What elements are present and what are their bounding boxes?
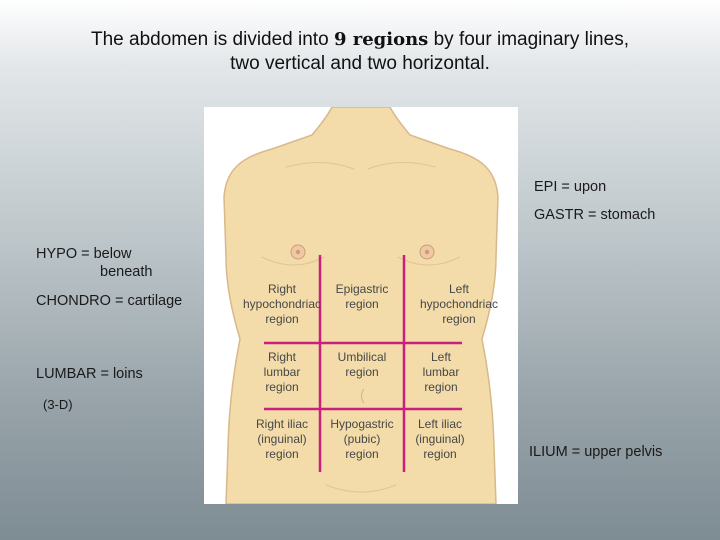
collarbone-line — [285, 161, 437, 170]
page-title: The abdomen is divided into 9 regions by… — [0, 28, 720, 76]
title-line-2: two vertical and two horizontal. — [230, 53, 490, 74]
left-nipple-center — [295, 249, 301, 255]
region-label-line: (inguinal) — [415, 432, 465, 446]
region-label-line: (inguinal) — [257, 432, 307, 446]
region-hypogastric: Hypogastric (pubic) region — [317, 417, 407, 462]
region-label-line: Right — [267, 282, 296, 296]
torso-drawing — [223, 107, 499, 504]
region-label-line: hypochondriac — [419, 297, 499, 311]
note-chondro: CHONDRO = cartilage — [36, 293, 183, 309]
region-umbilical: Umbilical region — [322, 350, 402, 380]
region-label-line: lumbar — [263, 365, 301, 379]
region-label-line: region — [424, 380, 458, 394]
navel — [360, 388, 365, 404]
region-label-line: region — [345, 365, 379, 379]
region-label-line: Umbilical — [337, 350, 387, 364]
region-label-line: region — [345, 297, 379, 311]
right-nipple-center — [424, 249, 430, 255]
note-hypo: HYPO = below — [36, 246, 132, 262]
note-epi: EPI = upon — [534, 179, 607, 195]
region-label-line: Epigastric — [335, 282, 389, 296]
region-left-hypochondriac: Left hypochondriac region — [399, 282, 519, 327]
title-text-1: The abdomen is divided into — [91, 29, 334, 50]
note-3d: (3-D) — [43, 397, 73, 412]
region-right-hypochondriac: Right hypochondriac region — [222, 282, 342, 327]
title-bold: 9 regions — [333, 29, 429, 50]
region-left-iliac: Left iliac (inguinal) region — [390, 417, 490, 462]
region-label-line: Right iliac — [255, 417, 309, 431]
region-label-line: region — [265, 447, 299, 461]
region-label-line: Left — [430, 350, 451, 364]
note-hypo-beneath: beneath — [100, 264, 153, 280]
note-gastr: GASTR = stomach — [534, 207, 656, 223]
region-right-lumbar: Right lumbar region — [242, 350, 322, 395]
region-label-line: region — [345, 447, 379, 461]
torso-illustration: Right hypochondriac region Epigastric re… — [204, 107, 518, 504]
region-label-line: region — [265, 380, 299, 394]
region-label-line: Right — [267, 350, 296, 364]
region-epigastric: Epigastric region — [322, 282, 402, 312]
region-label-line: region — [265, 312, 299, 326]
note-lumbar: LUMBAR = loins — [36, 366, 143, 382]
region-label-line: Hypogastric — [330, 417, 394, 431]
region-label-line: Left — [448, 282, 469, 296]
region-right-iliac: Right iliac (inguinal) region — [232, 417, 332, 462]
title-text-2: by four imaginary lines, — [428, 29, 629, 50]
groin-line — [325, 484, 397, 493]
region-label-line: lumbar — [422, 365, 460, 379]
region-label-line: Left iliac — [417, 417, 463, 431]
region-label-line: hypochondriac — [242, 297, 322, 311]
region-label-line: region — [442, 312, 476, 326]
region-label-line: (pubic) — [343, 432, 381, 446]
torso-silhouette — [223, 107, 499, 504]
note-ilium: ILIUM = upper pelvis — [529, 444, 663, 460]
region-left-lumbar: Left lumbar region — [401, 350, 481, 395]
region-label-line: region — [423, 447, 457, 461]
